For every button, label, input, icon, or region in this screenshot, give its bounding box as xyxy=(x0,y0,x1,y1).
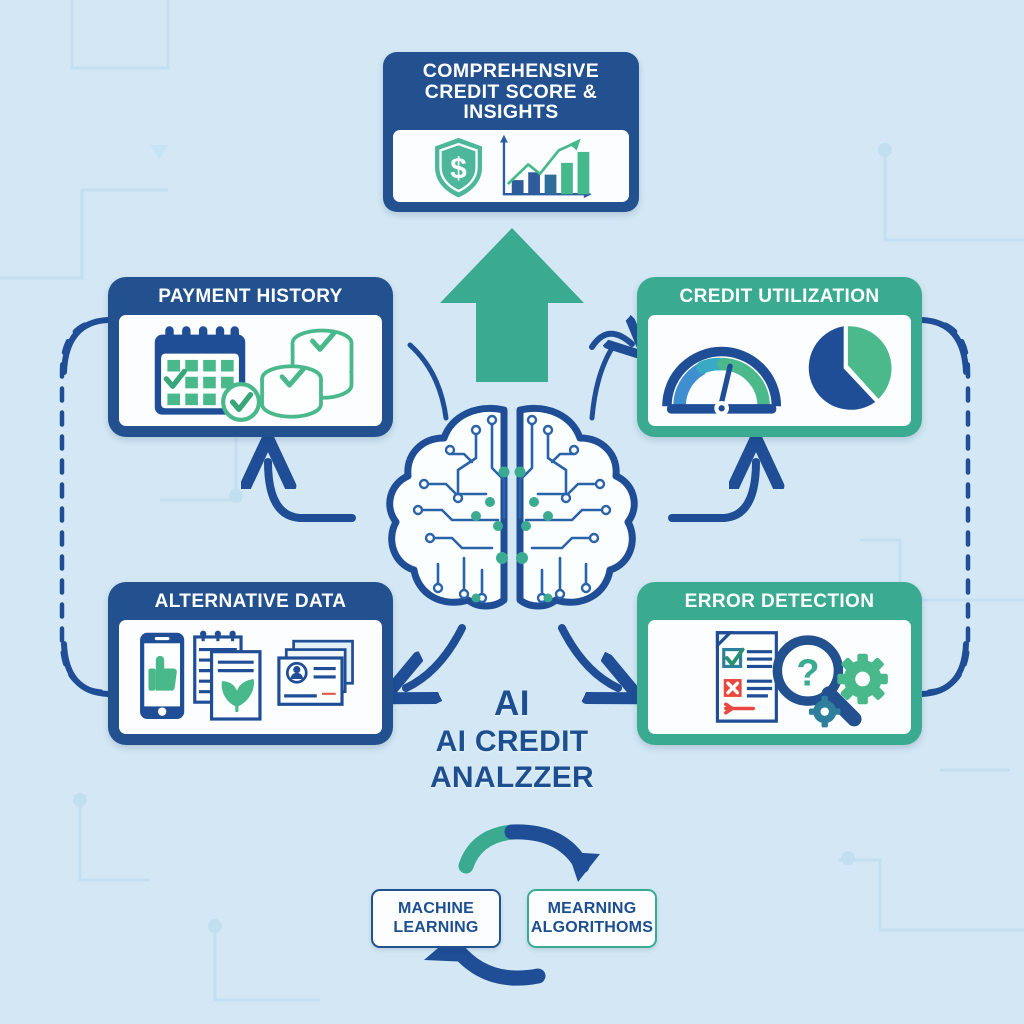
pill-machine-learning[interactable]: MACHINE LEARNING xyxy=(371,889,501,948)
pill-ml-line2: LEARNING xyxy=(393,918,479,936)
error-detection-icons: ? xyxy=(715,631,888,728)
top-card-title-line2: CREDIT SCORE & INSIGHTS xyxy=(424,80,598,124)
card-title: PAYMENT HISTORY xyxy=(158,286,343,307)
card-body: ? xyxy=(648,620,911,734)
coin-stack-icon xyxy=(260,328,354,419)
pill-mearning-algorithoms[interactable]: MEARNING ALGORITHOMS xyxy=(527,889,657,948)
pill-algo-line2: ALGORITHOMS xyxy=(530,918,654,936)
card-title: ERROR DETECTION xyxy=(684,591,875,612)
center-label-line1: AI xyxy=(494,684,530,723)
card-error-detection[interactable]: ERROR DETECTION xyxy=(637,582,922,745)
magnifier-question-icon: ? xyxy=(772,635,862,727)
smartphone-thumbsup-icon xyxy=(140,632,185,720)
id-card-icon xyxy=(277,639,354,706)
notepad-leaf-icon xyxy=(193,630,262,721)
card-comprehensive-credit-score[interactable]: COMPREHENSIVE CREDIT SCORE & INSIGHTS $ xyxy=(383,52,639,212)
shield-dollar-icon: $ xyxy=(435,137,483,198)
svg-text:?: ? xyxy=(796,652,819,694)
bar-chart-trend-icon xyxy=(507,138,590,195)
credit-utilization-icons xyxy=(662,326,892,416)
card-body xyxy=(648,315,911,426)
calendar-check-icon xyxy=(154,326,262,423)
center-label-line2: AI CREDIT xyxy=(435,725,589,759)
card-body: $ xyxy=(393,129,629,202)
center-brand-label: AI AI CREDIT ANALZZER xyxy=(392,683,632,795)
top-card-icons: $ xyxy=(435,134,592,199)
pill-machine-learning-label: MACHINE LEARNING xyxy=(393,900,478,937)
top-card-title-line1: COMPREHENSIVE xyxy=(422,60,600,82)
card-title: CREDIT UTILIZATION xyxy=(679,286,880,307)
card-title: ALTERNATIVE DATA xyxy=(154,591,347,612)
gauge-meter-icon xyxy=(662,346,782,416)
card-alternative-data[interactable]: ALTERNATIVE DATA xyxy=(108,582,393,745)
card-body xyxy=(119,315,382,426)
svg-text:$: $ xyxy=(450,153,467,186)
payment-history-icons xyxy=(154,326,354,423)
pill-algorithoms-label: MEARNING ALGORITHOMS xyxy=(531,900,653,937)
gear-icon xyxy=(808,653,888,728)
card-payment-history[interactable]: PAYMENT HISTORY xyxy=(108,277,393,437)
alternative-data-icons xyxy=(140,630,354,721)
pill-algo-line1: MEARNING xyxy=(547,899,637,917)
card-title: COMPREHENSIVE CREDIT SCORE & INSIGHTS xyxy=(383,52,639,130)
circuit-brain-icon xyxy=(386,405,638,610)
center-label-line3: ANALZZER xyxy=(429,760,595,794)
document-check-x-icon xyxy=(715,631,778,723)
pill-ml-line1: MACHINE xyxy=(397,899,475,917)
card-body xyxy=(119,620,382,734)
card-credit-utilization[interactable]: CREDIT UTILIZATION xyxy=(637,277,922,437)
pie-chart-icon xyxy=(808,326,892,410)
